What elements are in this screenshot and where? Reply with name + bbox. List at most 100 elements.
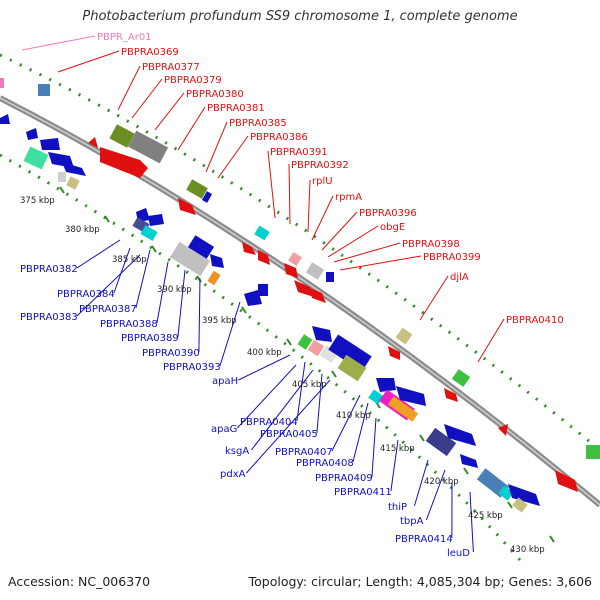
gene-label[interactable]: PBPRA0408 [296, 458, 354, 469]
gene-label[interactable]: PBPRA0414 [395, 534, 453, 545]
gene-pbpra0379[interactable] [100, 147, 148, 178]
gene-label[interactable]: PBPRA0387 [79, 304, 137, 315]
gene-pbpra0409b[interactable] [387, 396, 419, 422]
gene-label[interactable]: thiP [388, 502, 407, 513]
gene-rev-left-3[interactable] [40, 138, 60, 150]
gene-pbpra0386[interactable] [186, 179, 208, 199]
gene-djla[interactable] [388, 346, 400, 360]
callout-line [425, 469, 446, 521]
gene-tbpa[interactable] [460, 454, 478, 468]
gene-label[interactable]: PBPRA0377 [142, 62, 200, 73]
gene-pbpra0377[interactable] [88, 137, 98, 148]
gene-apag[interactable] [307, 339, 325, 357]
gene-label[interactable]: rpmA [335, 192, 362, 203]
gene-label[interactable]: PBPRA0391 [270, 147, 328, 158]
gene-pbpra0389[interactable] [187, 235, 215, 259]
gene-pbpra0410b[interactable] [444, 388, 458, 402]
gene-pbpra0386b[interactable] [201, 191, 213, 203]
gene-label[interactable]: PBPRA0389 [121, 333, 179, 344]
gene-pbpra0410[interactable] [451, 369, 471, 387]
gene-label[interactable]: PBPRA0388 [100, 319, 158, 330]
gene-pbpra0404[interactable] [312, 326, 332, 342]
gene-pbpra0385[interactable] [178, 198, 196, 215]
gene-label[interactable]: tbpA [400, 516, 424, 527]
gene-label[interactable]: PBPRA0405 [260, 429, 318, 440]
gene-fwd-right-1[interactable] [555, 470, 578, 492]
gene-obge[interactable] [294, 280, 314, 297]
gene-pbpra0396[interactable] [305, 262, 325, 280]
gene-label[interactable]: apaG [211, 424, 237, 435]
gene-label[interactable]: PBPR_Ar01 [97, 32, 152, 43]
gene-label[interactable]: ksgA [225, 446, 249, 457]
gene-pbpra0381[interactable] [127, 130, 169, 164]
gene-pbpra0387[interactable] [148, 214, 164, 226]
gene-label[interactable]: PBPRA0384 [57, 289, 115, 300]
gene-label[interactable]: PBPRA0381 [207, 103, 265, 114]
gene-label[interactable]: leuD [447, 548, 470, 559]
gene-label[interactable]: djlA [450, 272, 469, 283]
gene-label[interactable]: PBPRA0386 [250, 132, 308, 143]
gene-ksga[interactable] [319, 345, 339, 363]
gene-pbpra0398b[interactable] [326, 272, 334, 282]
gene-rev-left-6[interactable] [62, 162, 86, 176]
gene-pbpra0393b[interactable] [258, 284, 268, 296]
gene-pbpra0407[interactable] [376, 378, 396, 392]
gene-thip[interactable] [444, 424, 476, 446]
gene-pbpra0388[interactable] [169, 241, 211, 277]
gene-label[interactable]: PBPRA0404 [240, 417, 298, 428]
gene-pbpra0409c[interactable] [396, 386, 426, 406]
gene-label[interactable]: PBPRA0385 [229, 118, 287, 129]
gene-leud[interactable] [498, 485, 514, 501]
gene-label[interactable]: PBPRA0390 [142, 348, 200, 359]
gene-label[interactable]: PBPRA0410 [506, 315, 564, 326]
gene-label[interactable]: apaH [212, 376, 238, 387]
gene-label[interactable]: PBPRA0393 [163, 362, 221, 373]
gene-label[interactable]: PBPRA0396 [359, 208, 417, 219]
gene-rplu[interactable] [288, 252, 302, 266]
callout-line [352, 402, 369, 463]
gene-label[interactable]: rplU [312, 176, 333, 187]
gene-pbpra0392[interactable] [258, 250, 270, 265]
gene-pbpra0405[interactable] [328, 334, 372, 372]
gene-pbpra0399[interactable] [395, 327, 413, 345]
gene-pbpr-ar01[interactable] [0, 78, 4, 88]
gene-pbpra0390[interactable] [207, 270, 221, 286]
gene-rev-right-2[interactable] [512, 497, 528, 513]
gene-label[interactable]: PBPRA0382 [20, 264, 78, 275]
gene-rev-left-1[interactable] [0, 114, 10, 124]
gene-label[interactable]: PBPRA0392 [291, 160, 349, 171]
gene-apah[interactable] [297, 334, 313, 350]
gene-fwd-right-2[interactable] [586, 445, 600, 459]
gene-rpma[interactable] [284, 263, 298, 278]
gene-label[interactable]: PBPRA0411 [334, 487, 392, 498]
gene-rev-left-8[interactable] [66, 176, 80, 190]
gene-rev-left-2[interactable] [26, 128, 38, 140]
gene-label[interactable]: PBPRA0380 [186, 89, 244, 100]
gene-pbpra0391[interactable] [242, 242, 256, 255]
gene-label[interactable]: obgE [380, 222, 405, 233]
gene-label[interactable]: PBPRA0409 [315, 473, 373, 484]
gene-pbpra0369[interactable] [38, 84, 50, 96]
gene-label[interactable]: PBPRA0369 [121, 47, 179, 58]
gene-rev-right-1[interactable] [508, 484, 540, 506]
callout-line [339, 255, 422, 271]
gene-label[interactable]: PBPRA0407 [275, 447, 333, 458]
kbp-label: 430 kbp [510, 545, 545, 555]
gene-pbpra0391b[interactable] [254, 225, 270, 241]
gene-label[interactable]: PBPRA0398 [402, 239, 460, 250]
gene-pbpra0393[interactable] [244, 290, 262, 306]
gene-pbpra0410c[interactable] [498, 424, 508, 436]
gene-pbpra0398[interactable] [310, 288, 326, 303]
gene-pbpra0411[interactable] [425, 427, 457, 457]
gene-pdxa[interactable] [337, 354, 367, 382]
gene-label[interactable]: pdxA [220, 469, 246, 480]
gene-rev-left-7[interactable] [58, 172, 66, 182]
gene-label[interactable]: PBPRA0399 [423, 252, 481, 263]
callout-line [316, 373, 323, 434]
gene-pbpra0380[interactable] [109, 124, 135, 148]
gene-rev-left-4[interactable] [23, 146, 49, 170]
gene-pbpra0390b[interactable] [210, 254, 224, 268]
gene-pbpra0383[interactable] [140, 225, 158, 241]
gene-label[interactable]: PBPRA0383 [20, 312, 78, 323]
gene-label[interactable]: PBPRA0379 [164, 75, 222, 86]
